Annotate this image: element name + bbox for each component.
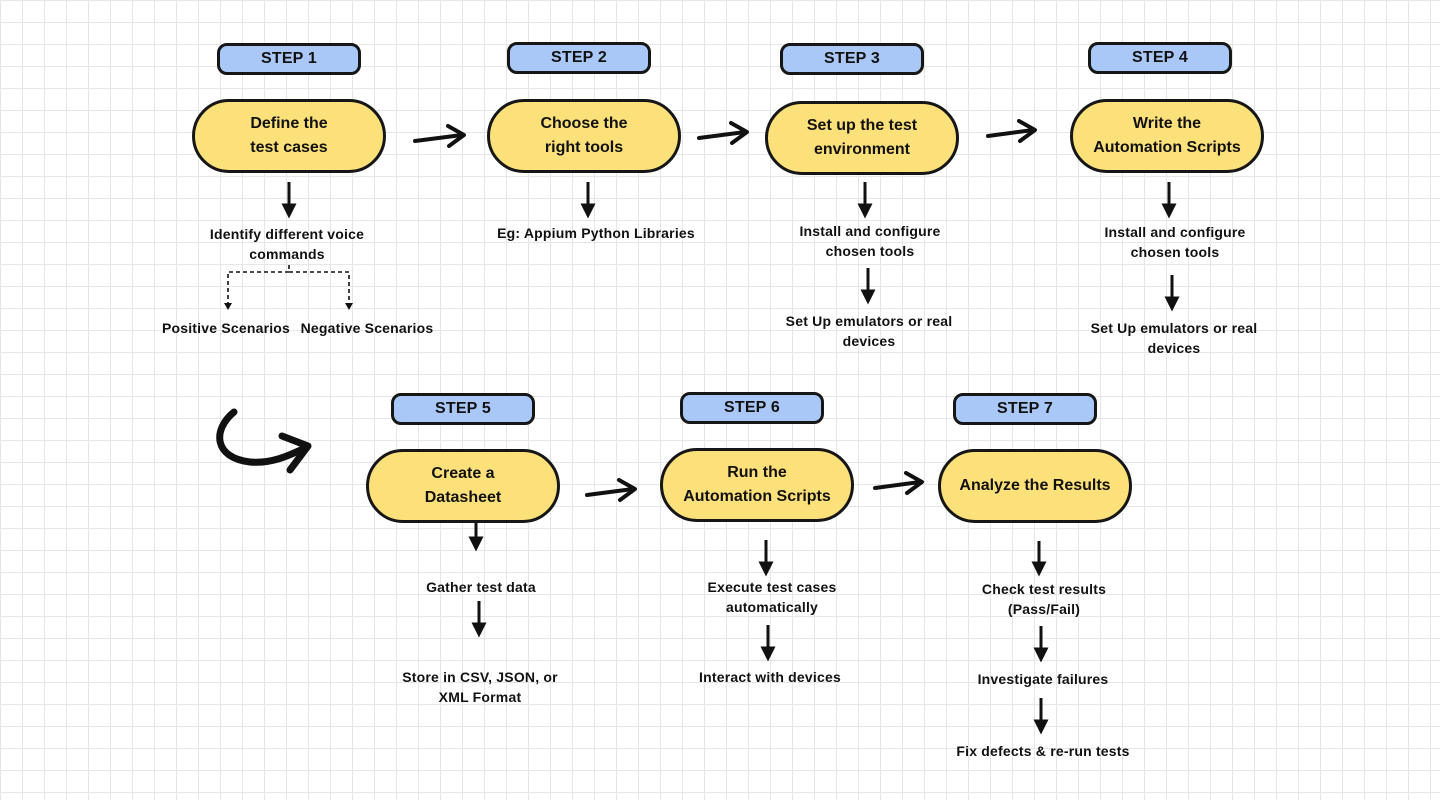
- arrow-step1-to-step2: [413, 124, 466, 148]
- step4-title: Write the Automation Scripts: [1093, 115, 1241, 156]
- step4-badge: STEP 4: [1088, 42, 1232, 74]
- step3-badge: STEP 3: [780, 43, 924, 75]
- step7-node: Analyze the Results: [938, 449, 1132, 523]
- step2-badge-label: STEP 2: [550, 49, 608, 66]
- step7-note-2: Investigate failures: [977, 671, 1109, 687]
- step1-node: Define the test cases: [192, 99, 386, 173]
- step5-note-1: Gather test data: [426, 579, 536, 595]
- step3-badge-label: STEP 3: [823, 50, 881, 67]
- step7-note-1: Check test results (Pass/Fail): [981, 581, 1107, 617]
- arrow-row-wrap-curve: [216, 408, 312, 474]
- step6-badge-label: STEP 6: [723, 399, 781, 416]
- step4-note-1: Install and configure chosen tools: [1104, 224, 1246, 260]
- step4-node: Write the Automation Scripts: [1070, 99, 1264, 173]
- step3-title: Set up the test environment: [806, 117, 918, 158]
- step6-note-1: Execute test cases automatically: [707, 579, 837, 615]
- step6-badge: STEP 6: [680, 392, 824, 424]
- step2-note-1: Eg: Appium Python Libraries: [497, 225, 695, 241]
- arrow-step2-to-step3: [697, 121, 749, 145]
- step1-badge: STEP 1: [217, 43, 361, 75]
- step5-title: Create a Datasheet: [424, 465, 502, 506]
- step1-branch-positive: Positive Scenarios: [161, 320, 291, 336]
- arrow-step5-to-step6: [585, 478, 637, 502]
- step1-title: Define the test cases: [250, 115, 328, 156]
- step5-note-2: Store in CSV, JSON, or XML Format: [402, 669, 558, 705]
- step1-badge-label: STEP 1: [260, 50, 318, 67]
- step7-title: Analyze the Results: [959, 477, 1111, 494]
- step3-note-1: Install and configure chosen tools: [799, 223, 941, 259]
- step6-note-2: Interact with devices: [699, 669, 841, 685]
- step5-badge-label: STEP 5: [434, 400, 492, 417]
- arrow-step3-to-step4: [986, 119, 1037, 143]
- step5-badge: STEP 5: [391, 393, 535, 425]
- step6-title: Run the Automation Scripts: [683, 464, 831, 505]
- step7-badge-label: STEP 7: [996, 400, 1054, 417]
- arrow-step6-to-step7: [873, 471, 924, 495]
- step4-badge-label: STEP 4: [1131, 49, 1189, 66]
- step5-node: Create a Datasheet: [366, 449, 560, 523]
- step3-node: Set up the test environment: [765, 101, 959, 175]
- branch-dashed-connector: [227, 265, 350, 304]
- step7-badge: STEP 7: [953, 393, 1097, 425]
- step2-node: Choose the right tools: [487, 99, 681, 173]
- step2-title: Choose the right tools: [540, 115, 628, 156]
- step1-note-1: Identify different voice commands: [209, 226, 365, 262]
- step6-node: Run the Automation Scripts: [660, 448, 854, 522]
- step4-note-2: Set Up emulators or real devices: [1090, 320, 1258, 356]
- step1-branch-negative: Negative Scenarios: [300, 320, 434, 336]
- step7-note-3: Fix defects & re-run tests: [956, 743, 1130, 759]
- step2-badge: STEP 2: [507, 42, 651, 74]
- step3-note-2: Set Up emulators or real devices: [785, 313, 953, 349]
